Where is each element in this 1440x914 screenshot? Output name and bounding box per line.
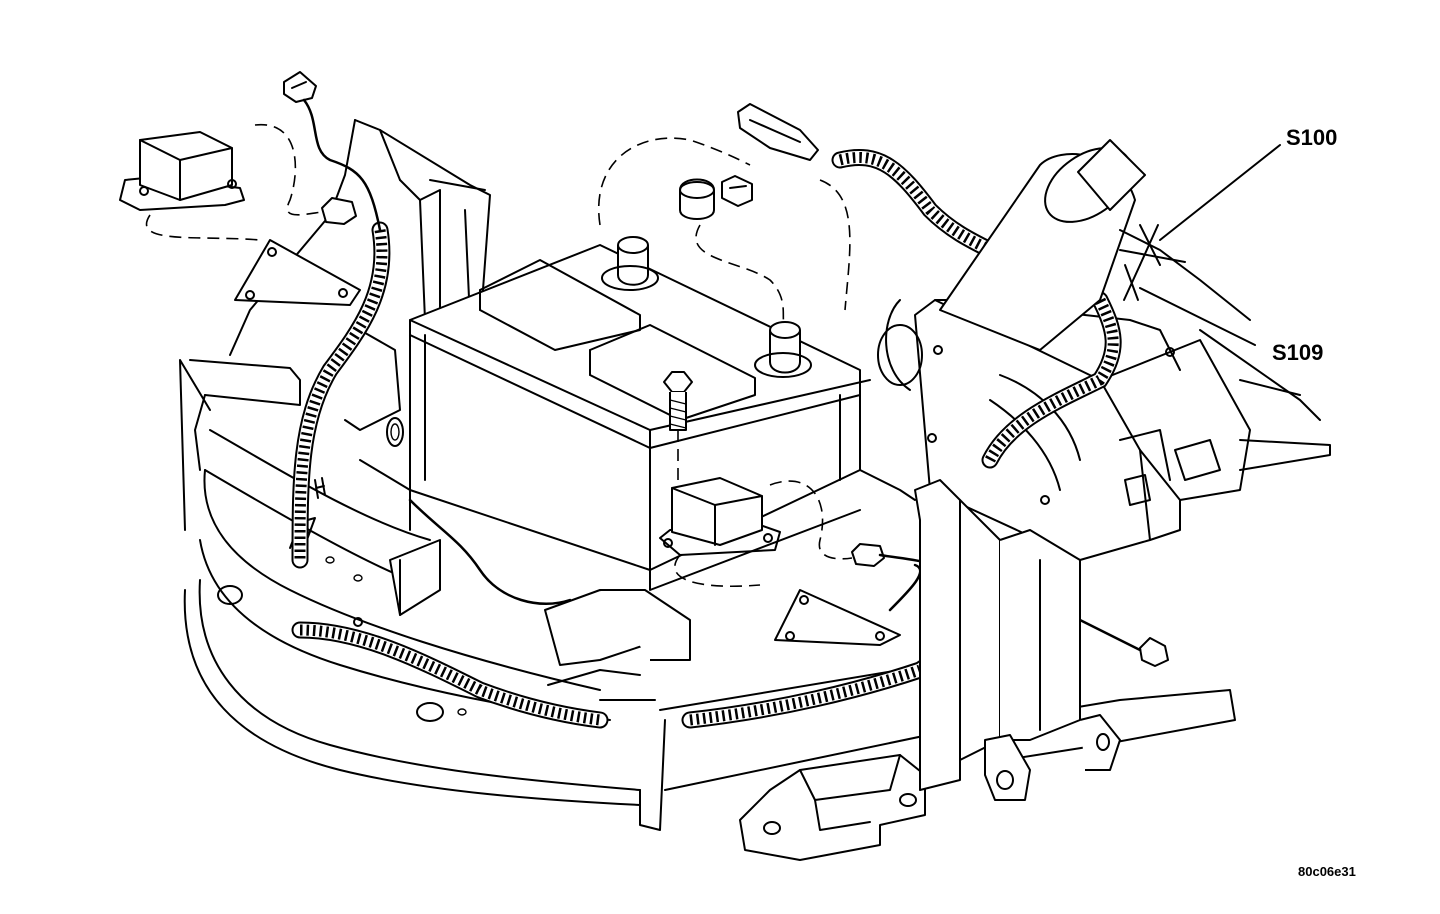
right-frame-rail (1119, 229, 1331, 471)
figure-reference-number: 80c06e31 (1298, 864, 1356, 879)
top-small-connector (721, 175, 753, 207)
battery-hold-down-bolt (663, 371, 693, 480)
battery (409, 236, 871, 571)
splice-s109-leader (1123, 264, 1256, 346)
right-front-bracket (914, 479, 1121, 801)
splice-label-s109: S109 (1272, 340, 1324, 365)
left-frame-rail (204, 429, 441, 616)
right-strut-tower (914, 299, 1251, 561)
center-relay-bracket (774, 589, 901, 646)
coil-spring (981, 291, 1122, 469)
left-relay-bracket (234, 239, 361, 306)
top-harness-connector (737, 103, 819, 161)
splice-label-s100: S100 (1286, 125, 1338, 150)
brake-master-cylinder (877, 139, 1146, 391)
lower-mount-bracket (739, 754, 926, 861)
center-relay-module (659, 477, 781, 556)
left-inline-connector (321, 197, 357, 225)
splice-s100-leader (1119, 144, 1281, 266)
battery-tray (649, 469, 916, 591)
top-clamp (679, 178, 715, 220)
right-end-connector (1139, 637, 1169, 667)
left-inner-fender (179, 119, 491, 531)
top-left-connector (283, 71, 317, 103)
left-relay-module (119, 131, 245, 211)
center-support-bracket (544, 589, 691, 701)
center-connector (851, 543, 885, 567)
